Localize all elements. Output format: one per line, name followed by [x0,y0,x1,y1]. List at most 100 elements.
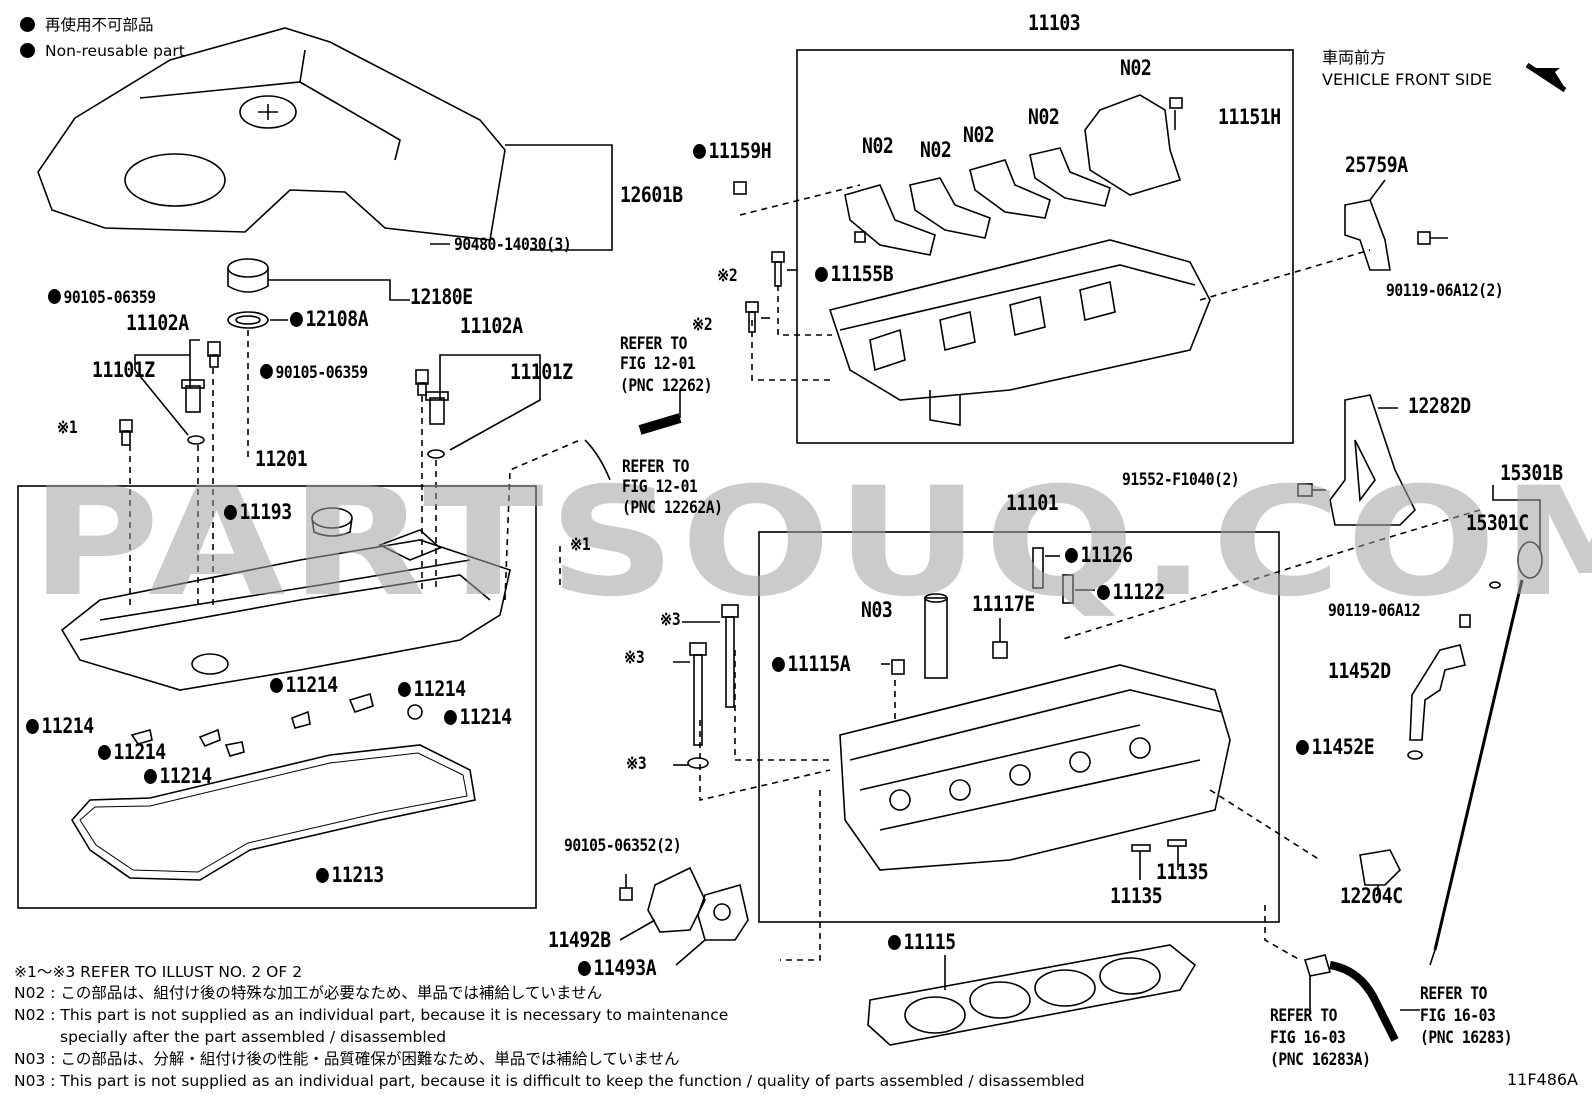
note-ref-marks: ※1～※3 REFER TO ILLUST NO. 2 OF 2 [14,963,303,981]
part-number: 11214 [459,705,512,729]
part-label-11492B[interactable]: 11492B [548,928,611,952]
part-label-11214[interactable]: 11214 [444,707,512,728]
refer-fig-12-01[interactable]: REFER TO [622,457,689,477]
part-label-15301B[interactable]: 15301B [1500,461,1563,485]
part-number: 11214 [159,764,212,788]
ref-mark-3: ※3 [624,648,645,668]
ref-mark-2: ※2 [717,266,738,286]
part-label-11214[interactable]: 11214 [26,716,94,737]
part-label-11126[interactable]: 11126 [1065,545,1133,566]
head-cover-illustration [60,507,511,691]
part-label-12180E[interactable]: 12180E [410,285,473,309]
part-label-90105-06352[interactable]: 90105-06352(2) [564,836,682,856]
part-label-n03: N03 [861,598,893,622]
dipstick-guide-illustration [1409,644,1466,741]
refer-fig-12-01-pnc[interactable]: (PNC 12262) [620,376,713,396]
cam-sensor-right [415,369,449,459]
part-label-11135[interactable]: 11135 [1156,860,1209,884]
part-label-11214[interactable]: 11214 [270,675,338,696]
part-label-25759A[interactable]: 25759A [1345,153,1408,177]
part-label-11155B[interactable]: 11155B [815,264,894,285]
part-label-11117E[interactable]: 11117E [972,592,1035,616]
part-label-11135[interactable]: 11135 [1110,884,1163,908]
vehicle-front-label-jp: 車両前方 [1322,48,1387,67]
part-label-11115A[interactable]: 11115A [772,654,851,675]
part-label-11159H[interactable]: 11159H [693,141,772,162]
refer-fig-12-01[interactable]: FIG 12-01 [620,354,696,374]
legend-text-jp: 再使用不可部品 [45,16,154,34]
part-label-11101[interactable]: 11101 [1006,491,1059,515]
refer-fig-16-03[interactable]: FIG 16-03 [1270,1028,1346,1048]
part-number: 11193 [239,500,292,524]
refer-fig-12-01-pnc[interactable]: (PNC 12262A) [622,498,723,518]
non-reusable-dot-icon [260,364,273,379]
ref-mark-1: ※1 [57,418,78,438]
part-label-11102A[interactable]: 11102A [460,314,523,338]
ref-mark-3: ※3 [626,754,647,774]
non-reusable-dot-icon [398,682,411,697]
refer-fig-16-03[interactable]: REFER TO [1270,1006,1337,1026]
part-label-n02: N02 [1120,56,1152,80]
oil-filler-cap-illustration [227,258,269,329]
part-label-n02: N02 [963,123,995,147]
part-label-11214[interactable]: 11214 [398,679,466,700]
part-number: 11214 [413,677,466,701]
part-label-12108A[interactable]: 12108A [290,309,369,330]
part-label-11102A[interactable]: 11102A [126,311,189,335]
head-cover-gasket-illustration [71,744,476,881]
cylinder-head-group-box [758,531,1280,923]
cam-cap-group [733,94,1183,256]
part-label-11103[interactable]: 11103 [1028,11,1081,35]
part-label-11193[interactable]: 11193 [224,502,292,523]
part-label-11213[interactable]: 11213 [316,865,384,886]
refer-fig-12-01[interactable]: FIG 12-01 [622,477,698,497]
part-label-90119-06A12[interactable]: 90119-06A12 [1328,601,1421,621]
part-label-15301C[interactable]: 15301C [1466,511,1529,535]
part-label-11452D[interactable]: 11452D [1328,659,1391,683]
part-label-90105-06359[interactable]: 90105-06359 [48,289,156,307]
part-label-90480-14030[interactable]: 90480-14030(3) [454,235,572,255]
part-label-11122[interactable]: 11122 [1097,582,1165,603]
part-label-11115[interactable]: 11115 [888,932,956,953]
head-cover-group-box [17,485,537,909]
non-reusable-dot-icon [290,312,303,327]
part-label-n02: N02 [920,138,952,162]
part-label-12204C[interactable]: 12204C [1340,884,1403,908]
part-label-11214[interactable]: 11214 [144,766,212,787]
ref-mark-2: ※2 [692,315,713,335]
leader-15301B [1492,485,1541,550]
part-label-91552-F1040[interactable]: 91552-F1040(2) [1122,470,1240,490]
part-label-12601B[interactable]: 12601B [620,183,683,207]
part-label-11201[interactable]: 11201 [255,447,308,471]
head-gasket-illustration [867,944,1197,1046]
non-reusable-dot-icon [144,769,157,784]
leader-12180E [268,279,410,301]
note-n03-en: N03 : This part is not supplied as an in… [14,1072,1085,1090]
part-label-11214[interactable]: 11214 [98,742,166,763]
part-label-90119-06A12-2[interactable]: 90119-06A12(2) [1386,281,1504,301]
refer-fig-16-03[interactable]: REFER TO [1420,984,1487,1004]
part-label-90105-06359[interactable]: 90105-06359 [260,364,368,382]
refer-fig-12-01[interactable]: REFER TO [620,334,687,354]
part-number: 11214 [41,714,94,738]
part-number: 11115 [903,930,956,954]
non-reusable-dot-icon [1296,740,1309,755]
non-reusable-dot-icon [20,17,35,32]
non-reusable-dot-icon [26,719,39,734]
note-n03-jp: N03 : この部品は、分解・組付け後の性能・品質確保が困難なため、単品では補給… [14,1050,680,1068]
refer-fig-16-03-pnc[interactable]: (PNC 16283) [1420,1028,1513,1048]
part-number: 11122 [1112,580,1165,604]
non-reusable-dot-icon [224,505,237,520]
part-number: 11126 [1080,543,1133,567]
part-label-11101Z[interactable]: 11101Z [92,358,155,382]
refer-fig-16-03[interactable]: FIG 16-03 [1420,1006,1496,1026]
refer-fig-16-03-pnc[interactable]: (PNC 16283A) [1270,1050,1371,1070]
legend-non-reusable-jp: 再使用不可部品 [20,17,154,34]
part-label-11151H[interactable]: 11151H [1218,105,1281,129]
part-label-12282D[interactable]: 12282D [1408,394,1471,418]
part-label-11493A[interactable]: 11493A [578,958,657,979]
part-label-11101Z[interactable]: 11101Z [510,360,573,384]
diagram-code: 11F486A [1506,1070,1578,1089]
oil-pressure-switch-illustration [1359,849,1401,886]
part-label-11452E[interactable]: 11452E [1296,737,1375,758]
